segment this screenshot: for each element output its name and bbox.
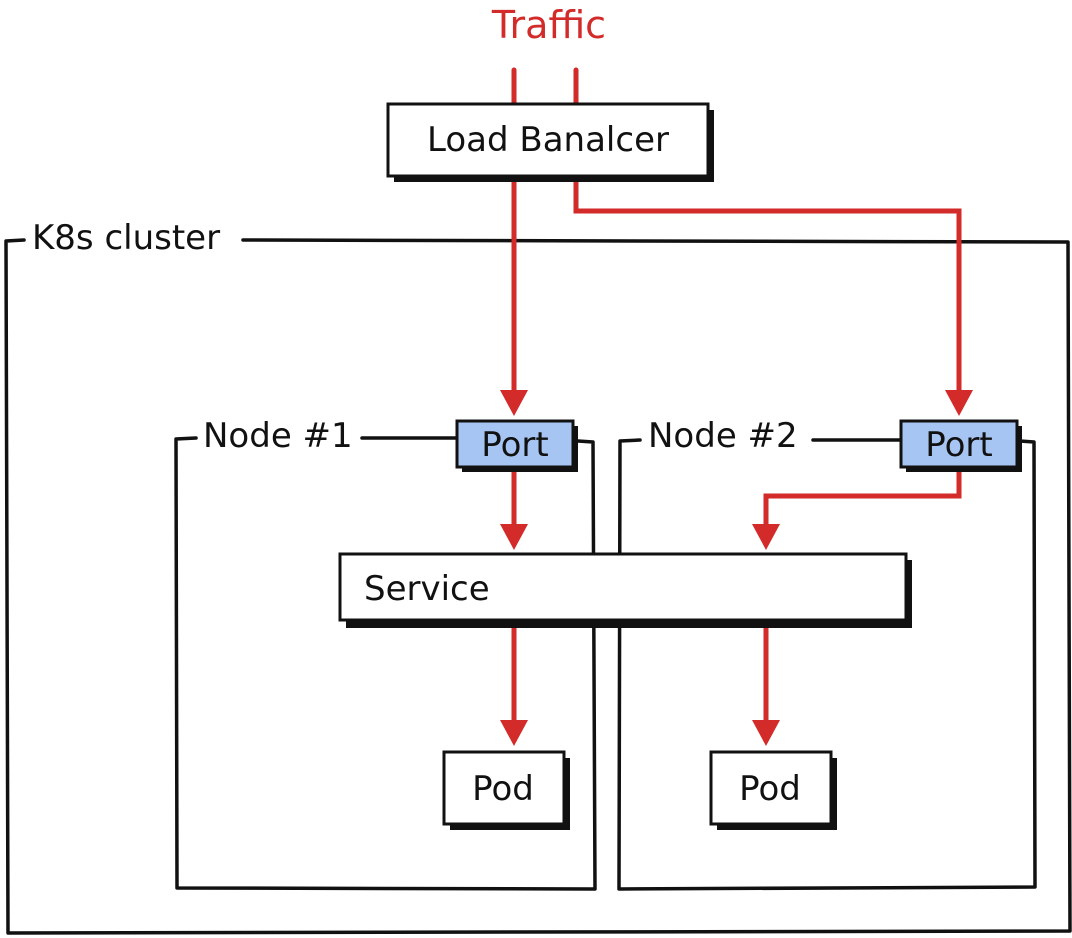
node-1-port-box — [455, 419, 575, 469]
node-2-port: Port — [899, 419, 1022, 472]
service-to-pod-1-arrowhead — [500, 720, 528, 746]
port-1-to-service-arrowhead — [500, 524, 528, 550]
node-1-label: Node #1 — [203, 416, 353, 456]
node-1-frame — [174, 436, 597, 891]
cluster-label: K8s cluster — [32, 218, 220, 258]
lb-to-port-2-arrowhead — [945, 390, 973, 416]
cluster-group: K8s cluster — [4, 218, 1072, 935]
node-1-pod: Pod — [442, 750, 570, 830]
node-2-label: Node #2 — [648, 416, 798, 456]
lb-to-port-2-line — [573, 177, 962, 399]
traffic-label: Traffic — [491, 3, 606, 47]
cluster-frame — [4, 238, 1072, 935]
node-1-port-label: Port — [481, 425, 548, 465]
load-balancer: Load Banalcer — [386, 102, 714, 182]
load-balancer-box — [386, 102, 710, 178]
traffic-flow — [500, 67, 973, 746]
node-1-port: Port — [455, 419, 578, 472]
node-2-port-box — [899, 419, 1019, 469]
node-2-pod-label: Pod — [739, 769, 801, 809]
node-1-pod-label: Pod — [472, 769, 534, 809]
port-2-to-service-line — [763, 467, 962, 533]
node-1-group: Node #1 — [174, 416, 597, 891]
node-2-group: Node #2 — [617, 416, 1037, 891]
node-2-pod-box — [709, 750, 833, 826]
service: Service — [338, 552, 912, 628]
node-2-pod: Pod — [709, 750, 837, 830]
port-2-to-service-arrowhead — [752, 524, 780, 550]
service-label: Service — [364, 569, 490, 609]
service-to-pod-2-arrowhead — [752, 720, 780, 746]
lb-to-port-1-arrowhead — [500, 390, 528, 416]
node-2-frame — [617, 438, 1037, 891]
service-box — [338, 552, 908, 622]
load-balancer-label: Load Banalcer — [427, 120, 669, 160]
node-2-port-label: Port — [925, 425, 992, 465]
node-1-pod-box — [442, 750, 566, 826]
